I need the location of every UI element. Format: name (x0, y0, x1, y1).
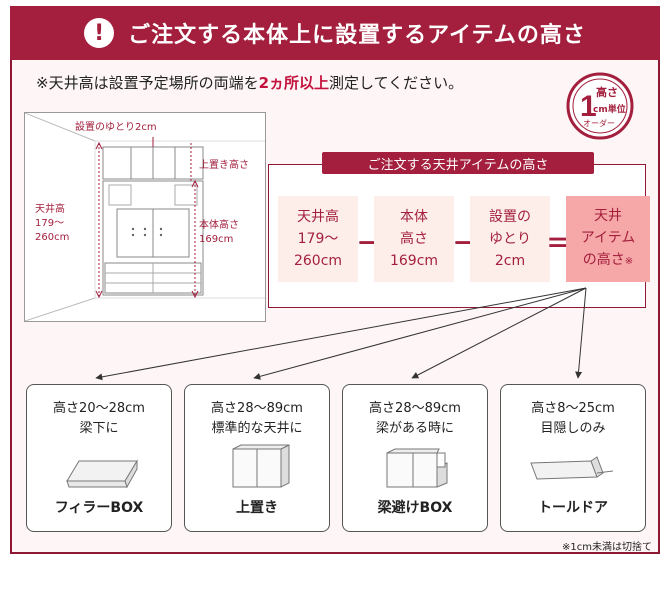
badge-line2: cm単位 (593, 103, 626, 115)
badge-line3: オーダー (583, 118, 615, 128)
card-height: 高さ8～25cm (531, 401, 615, 416)
clearance-label: 設置のゆとり2cm (75, 122, 157, 133)
formula-ceiling: 天井高 179～ 260cm (278, 196, 358, 282)
room-diagram-art (24, 112, 265, 322)
formula-clearance: 設置の ゆとり 2cm (470, 196, 550, 282)
top-height-label: 上置き高さ (199, 160, 249, 171)
card-tall-door: 高さ8～25cm 目隠しのみ トールドア (500, 384, 646, 532)
beam-box-icon (386, 448, 448, 488)
card-desc: 目隠しのみ (540, 421, 606, 436)
ceiling-label-3: 260cm (35, 232, 70, 243)
card-height: 高さ20～28cm (53, 401, 145, 416)
card-name: フィラーBOX (54, 500, 144, 516)
measure-note: ※天井高は設置予定場所の両端を2ヵ所以上測定してください。 (36, 74, 464, 92)
formula-title: ご注文する天井アイテムの高さ (322, 152, 594, 174)
card-top-cabinet: 高さ28～89cm 標準的な天井に 上置き (184, 384, 330, 532)
card-desc: 梁下に (79, 421, 119, 436)
badge-line1: 高さ (596, 85, 618, 99)
badge-number: 1 (580, 90, 597, 123)
card-name: トールドア (538, 500, 608, 516)
card-filler-box: 高さ20～28cm 梁下に フィラーBOX (26, 384, 172, 532)
note-highlight: 2ヵ所以上 (258, 74, 330, 92)
filler-box-icon (66, 459, 138, 489)
exclamation-icon: ! (84, 18, 115, 48)
card-desc: 標準的な天井に (211, 421, 303, 436)
card-beam-box: 高さ28～89cm 梁がある時に 梁避けBOX (342, 384, 488, 532)
card-height: 高さ28～89cm (211, 401, 303, 416)
card-name: 梁避けBOX (377, 500, 453, 516)
formula-result: 天井 アイテム の高さ※ (566, 196, 650, 282)
top-cabinet-icon (232, 444, 290, 488)
body-height-label-2: 169cm (199, 234, 234, 245)
body-height-label-1: 本体高さ (199, 220, 239, 231)
header-title: ご注文する本体上に設置するアイテムの高さ (128, 23, 586, 48)
card-desc: 梁がある時に (375, 421, 454, 436)
footnote: ※1cm未満は切捨て (562, 542, 652, 553)
card-name: 上置き (236, 500, 278, 516)
tall-door-icon (530, 456, 614, 480)
header-banner: ! ご注文する本体上に設置するアイテムの高さ (10, 6, 660, 60)
card-height: 高さ28～89cm (369, 401, 461, 416)
ceiling-label-1: 天井高 (35, 204, 65, 215)
formula-body: 本体 高さ 169cm (374, 196, 454, 282)
ceiling-label-2: 179～ (35, 218, 65, 229)
room-diagram: 設置のゆとり2cm 上置き高さ 天井高 179～ 260cm 本体高さ 169c… (24, 112, 266, 322)
cm-order-badge: 1 高さ cm単位 オーダー (566, 72, 634, 140)
result-mark: ※ (624, 256, 634, 267)
